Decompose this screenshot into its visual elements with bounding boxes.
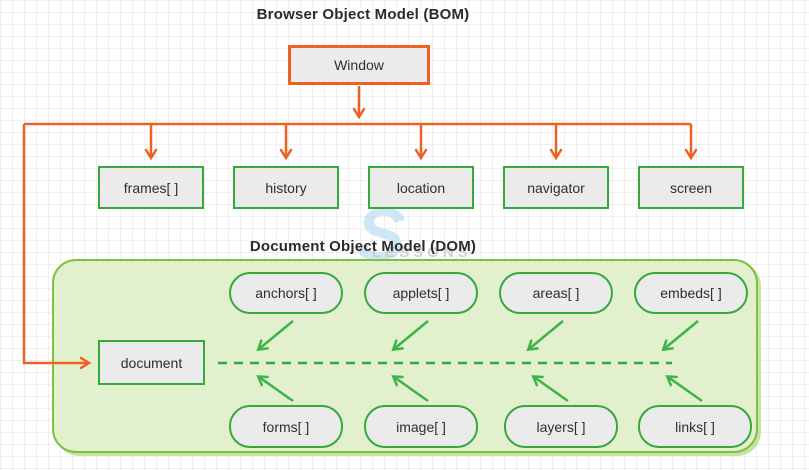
dom-node-embeds: embeds[ ] [634,272,748,314]
dom-node-image: image[ ] [364,405,478,448]
arrow-links-to-axis [665,375,703,403]
bom-node-navigator: navigator [503,166,609,209]
bom-node-screen: screen [638,166,744,209]
arrow-anchors-to-axis [256,320,294,352]
dom-node-areas: areas[ ] [499,272,613,314]
dom-node-anchors: anchors[ ] [229,272,343,314]
arrow-applets-to-axis [391,320,429,352]
dom-node-links: links[ ] [638,405,752,448]
arrow-image-to-axis [391,375,429,403]
bom-node-history: history [233,166,339,209]
dom-node-forms: forms[ ] [229,405,343,448]
bom-node-window: Window [288,45,430,85]
dom-node-document: document [98,340,205,385]
connector-bus-to-document [22,124,92,370]
arrow-layers-to-axis [531,375,569,403]
arrow-embeds-to-axis [661,320,699,352]
bom-node-location: location [368,166,474,209]
dom-node-applets: applets[ ] [364,272,478,314]
arrow-forms-to-axis [256,375,294,403]
dom-node-layers: layers[ ] [504,405,618,448]
bom-node-frames: frames[ ] [98,166,204,209]
arrow-areas-to-axis [526,320,564,352]
